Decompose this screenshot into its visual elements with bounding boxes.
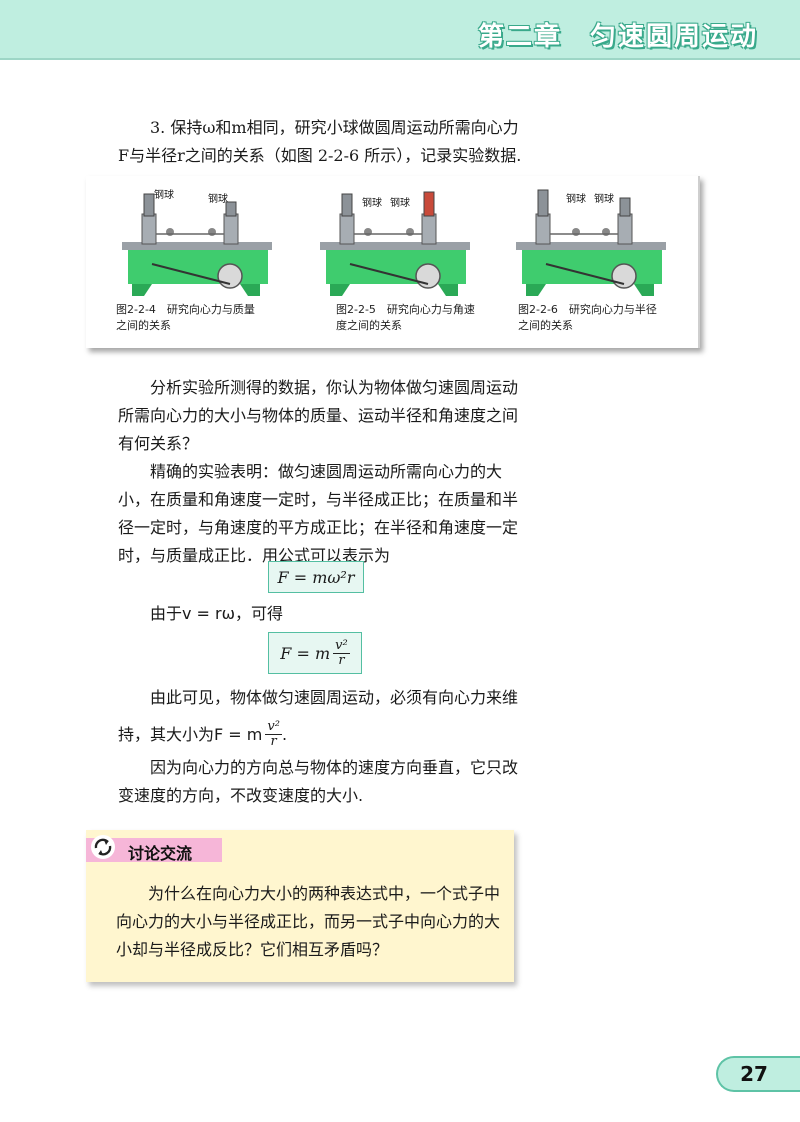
chapter-title: 第二章 匀速圆周运动 (477, 22, 758, 52)
formula-box-centripetal-velocity: F = m v² r (268, 632, 362, 674)
caption-line: 之间的关系 (518, 319, 573, 332)
figure-label: 钢球 (362, 198, 382, 209)
discussion-line3: 小却与半径成反比？它们相互矛盾吗？ (116, 940, 389, 959)
since-text: 由于v = rω，可得 (150, 604, 284, 623)
caption-line: 图2-2-6 研究向心力与半径 (518, 303, 657, 316)
fraction-denominator: r (338, 652, 345, 668)
hence-line2: 持，其大小为F = m v² r . (118, 720, 528, 749)
direction-paragraph: 因为向心力的方向总与物体的速度方向垂直，它只改 变速度的方向，不改变速度的大小. (118, 754, 528, 810)
figure-label: 钢球 (566, 194, 586, 205)
figure-label: 钢球 (390, 198, 410, 209)
step3-line2: F与半径r之间的关系（如图 2-2-6 所示），记录实验数据. (118, 146, 522, 165)
since-line: 由于v = rω，可得 (118, 600, 528, 628)
formula-lhs: F = m (280, 643, 331, 663)
fraction-numerator: v² (333, 637, 350, 654)
centripetal-apparatus-illustration (516, 189, 666, 296)
hence-line1: 由此可见，物体做匀速圆周运动，必须有向心力来维 (150, 688, 519, 707)
step3-line1: 3. 保持ω和m相同，研究小球做圆周运动所需向心力 (150, 118, 519, 137)
inline-fraction: v² r (265, 720, 282, 749)
figure-2-2-5: 钢球 钢球 (310, 184, 478, 304)
figure-panel: 钢球 钢球 图2-2-4 研究向心力与质量 之间的关系 钢球 钢球 图2-2-5… (86, 176, 700, 348)
figure-caption: 图2-2-6 研究向心力与半径 之间的关系 (518, 302, 688, 334)
figure-2-2-6: 钢球 钢球 (506, 184, 674, 304)
formula-box-centripetal-omega: F = mω²r (268, 561, 364, 593)
hence-suffix: . (281, 724, 288, 744)
header-band (0, 0, 800, 60)
discussion-arrows-icon (90, 834, 116, 860)
analysis-line2: 所需向心力的大小与物体的质量、运动半径和角速度之间 (118, 406, 519, 425)
hence-paragraph: 由此可见，物体做匀速圆周运动，必须有向心力来维 持，其大小为F = m v² r… (118, 684, 528, 749)
fraction-denominator: r (270, 734, 277, 749)
direction-line1: 因为向心力的方向总与物体的速度方向垂直，它只改 (150, 758, 519, 777)
figure-label: 钢球 (208, 194, 228, 205)
page-number-tab (716, 1056, 800, 1092)
conclusion-line1: 精确的实验表明：做匀速圆周运动所需向心力的大 (150, 462, 503, 481)
analysis-paragraph: 分析实验所测得的数据，你认为物体做匀速圆周运动 所需向心力的大小与物体的质量、运… (118, 374, 528, 458)
formula-text: F = mω²r (277, 567, 355, 587)
direction-line2: 变速度的方向，不改变速度的大小. (118, 786, 364, 805)
figure-caption: 图2-2-4 研究向心力与质量 之间的关系 (116, 302, 286, 334)
figure-label: 钢球 (594, 194, 614, 205)
discussion-line2: 向心力的大小与半径成正比，而另一式子中向心力的大 (116, 912, 501, 931)
centripetal-apparatus-illustration (320, 191, 470, 296)
caption-line: 图2-2-5 研究向心力与角速 (336, 303, 475, 316)
figure-2-2-4: 钢球 钢球 (112, 184, 280, 304)
analysis-line3: 有何关系？ (118, 434, 199, 453)
conclusion-line3: 径一定时，与角速度的平方成正比；在半径和角速度一定 (118, 518, 519, 537)
analysis-line1: 分析实验所测得的数据，你认为物体做匀速圆周运动 (150, 378, 519, 397)
figure-label: 钢球 (154, 190, 174, 201)
discussion-text: 为什么在向心力大小的两种表达式中，一个式子中 向心力的大小与半径成正比，而另一式… (116, 880, 508, 964)
conclusion-paragraph: 精确的实验表明：做匀速圆周运动所需向心力的大 小，在质量和角速度一定时，与半径成… (118, 458, 528, 570)
caption-line: 图2-2-4 研究向心力与质量 (116, 303, 255, 316)
formula-fraction: v² r (333, 637, 350, 668)
centripetal-apparatus-illustration (122, 193, 272, 296)
conclusion-line2: 小，在质量和角速度一定时，与半径成正比；在质量和半 (118, 490, 519, 509)
conclusion-line4: 时，与质量成正比．用公式可以表示为 (118, 546, 391, 565)
discussion-line1: 为什么在向心力大小的两种表达式中，一个式子中 (148, 884, 501, 903)
hence-prefix: 持，其大小为F = m (118, 724, 263, 744)
figure-caption: 图2-2-5 研究向心力与角速 度之间的关系 (336, 302, 506, 334)
page-number: 27 (740, 1062, 768, 1086)
discussion-title: 讨论交流 (128, 844, 193, 863)
step3-paragraph: 3. 保持ω和m相同，研究小球做圆周运动所需向心力 F与半径r之间的关系（如图 … (118, 114, 528, 170)
caption-line: 之间的关系 (116, 319, 171, 332)
fraction-numerator: v² (265, 719, 282, 735)
caption-line: 度之间的关系 (336, 319, 402, 332)
